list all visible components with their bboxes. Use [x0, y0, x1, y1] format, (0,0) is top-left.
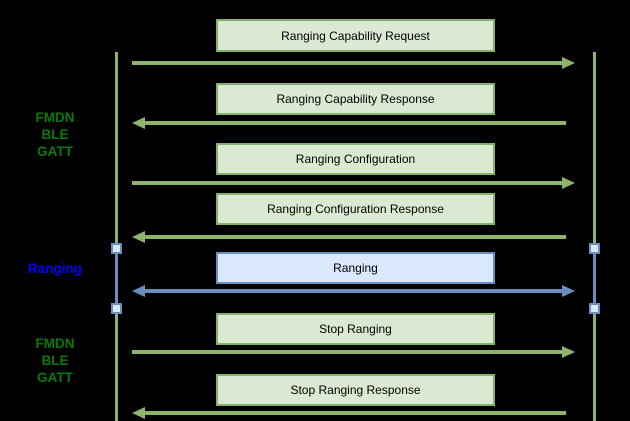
message-label: Ranging Configuration Response — [267, 202, 444, 216]
message-label: Stop Ranging Response — [290, 383, 421, 397]
message-box-ranging-configuration: Ranging Configuration — [216, 143, 495, 175]
phase-label-fmdn-ble-gatt-top: FMDN BLE GATT — [35, 110, 75, 159]
right-ranging-end-square — [589, 303, 600, 314]
message-label: Ranging — [333, 261, 378, 275]
left-lifeline-blue-segment — [115, 246, 118, 308]
phase-label-fmdn-ble-gatt-bottom: FMDN BLE GATT — [35, 336, 75, 385]
arrow-ranging-capability-response — [132, 117, 566, 129]
message-box-ranging: Ranging — [216, 252, 495, 284]
arrow-ranging-capability-request — [132, 57, 575, 69]
left-ranging-end-square — [111, 303, 122, 314]
message-label: Ranging Capability Request — [281, 28, 430, 43]
arrow-ranging-configuration — [132, 177, 575, 189]
right-ranging-start-square — [589, 243, 600, 254]
left-lifeline-green-top — [115, 52, 118, 246]
arrow-stop-ranging — [132, 346, 575, 358]
right-lifeline-green-top — [593, 52, 596, 246]
arrow-ranging-configuration-response — [132, 231, 566, 243]
message-box-ranging-configuration-response: Ranging Configuration Response — [216, 193, 495, 225]
message-label: Ranging Configuration — [295, 152, 416, 166]
message-box-ranging-capability-response: Ranging Capability Response — [216, 83, 495, 115]
message-label: Stop Ranging — [319, 322, 392, 336]
message-box-ranging-capability-request: Ranging Capability Request — [216, 19, 495, 52]
right-lifeline-green-bottom — [593, 308, 596, 421]
message-label: Ranging Capability Response — [276, 92, 435, 106]
arrow-stop-ranging-response — [132, 407, 566, 419]
phase-label-ranging: Ranging — [28, 261, 82, 276]
arrow-ranging-bidirectional — [132, 285, 575, 297]
left-ranging-start-square — [111, 243, 122, 254]
left-lifeline-green-bottom — [115, 308, 118, 421]
message-box-stop-ranging-response: Stop Ranging Response — [216, 374, 495, 406]
right-lifeline-blue-segment — [593, 246, 596, 308]
message-box-stop-ranging: Stop Ranging — [216, 313, 495, 345]
